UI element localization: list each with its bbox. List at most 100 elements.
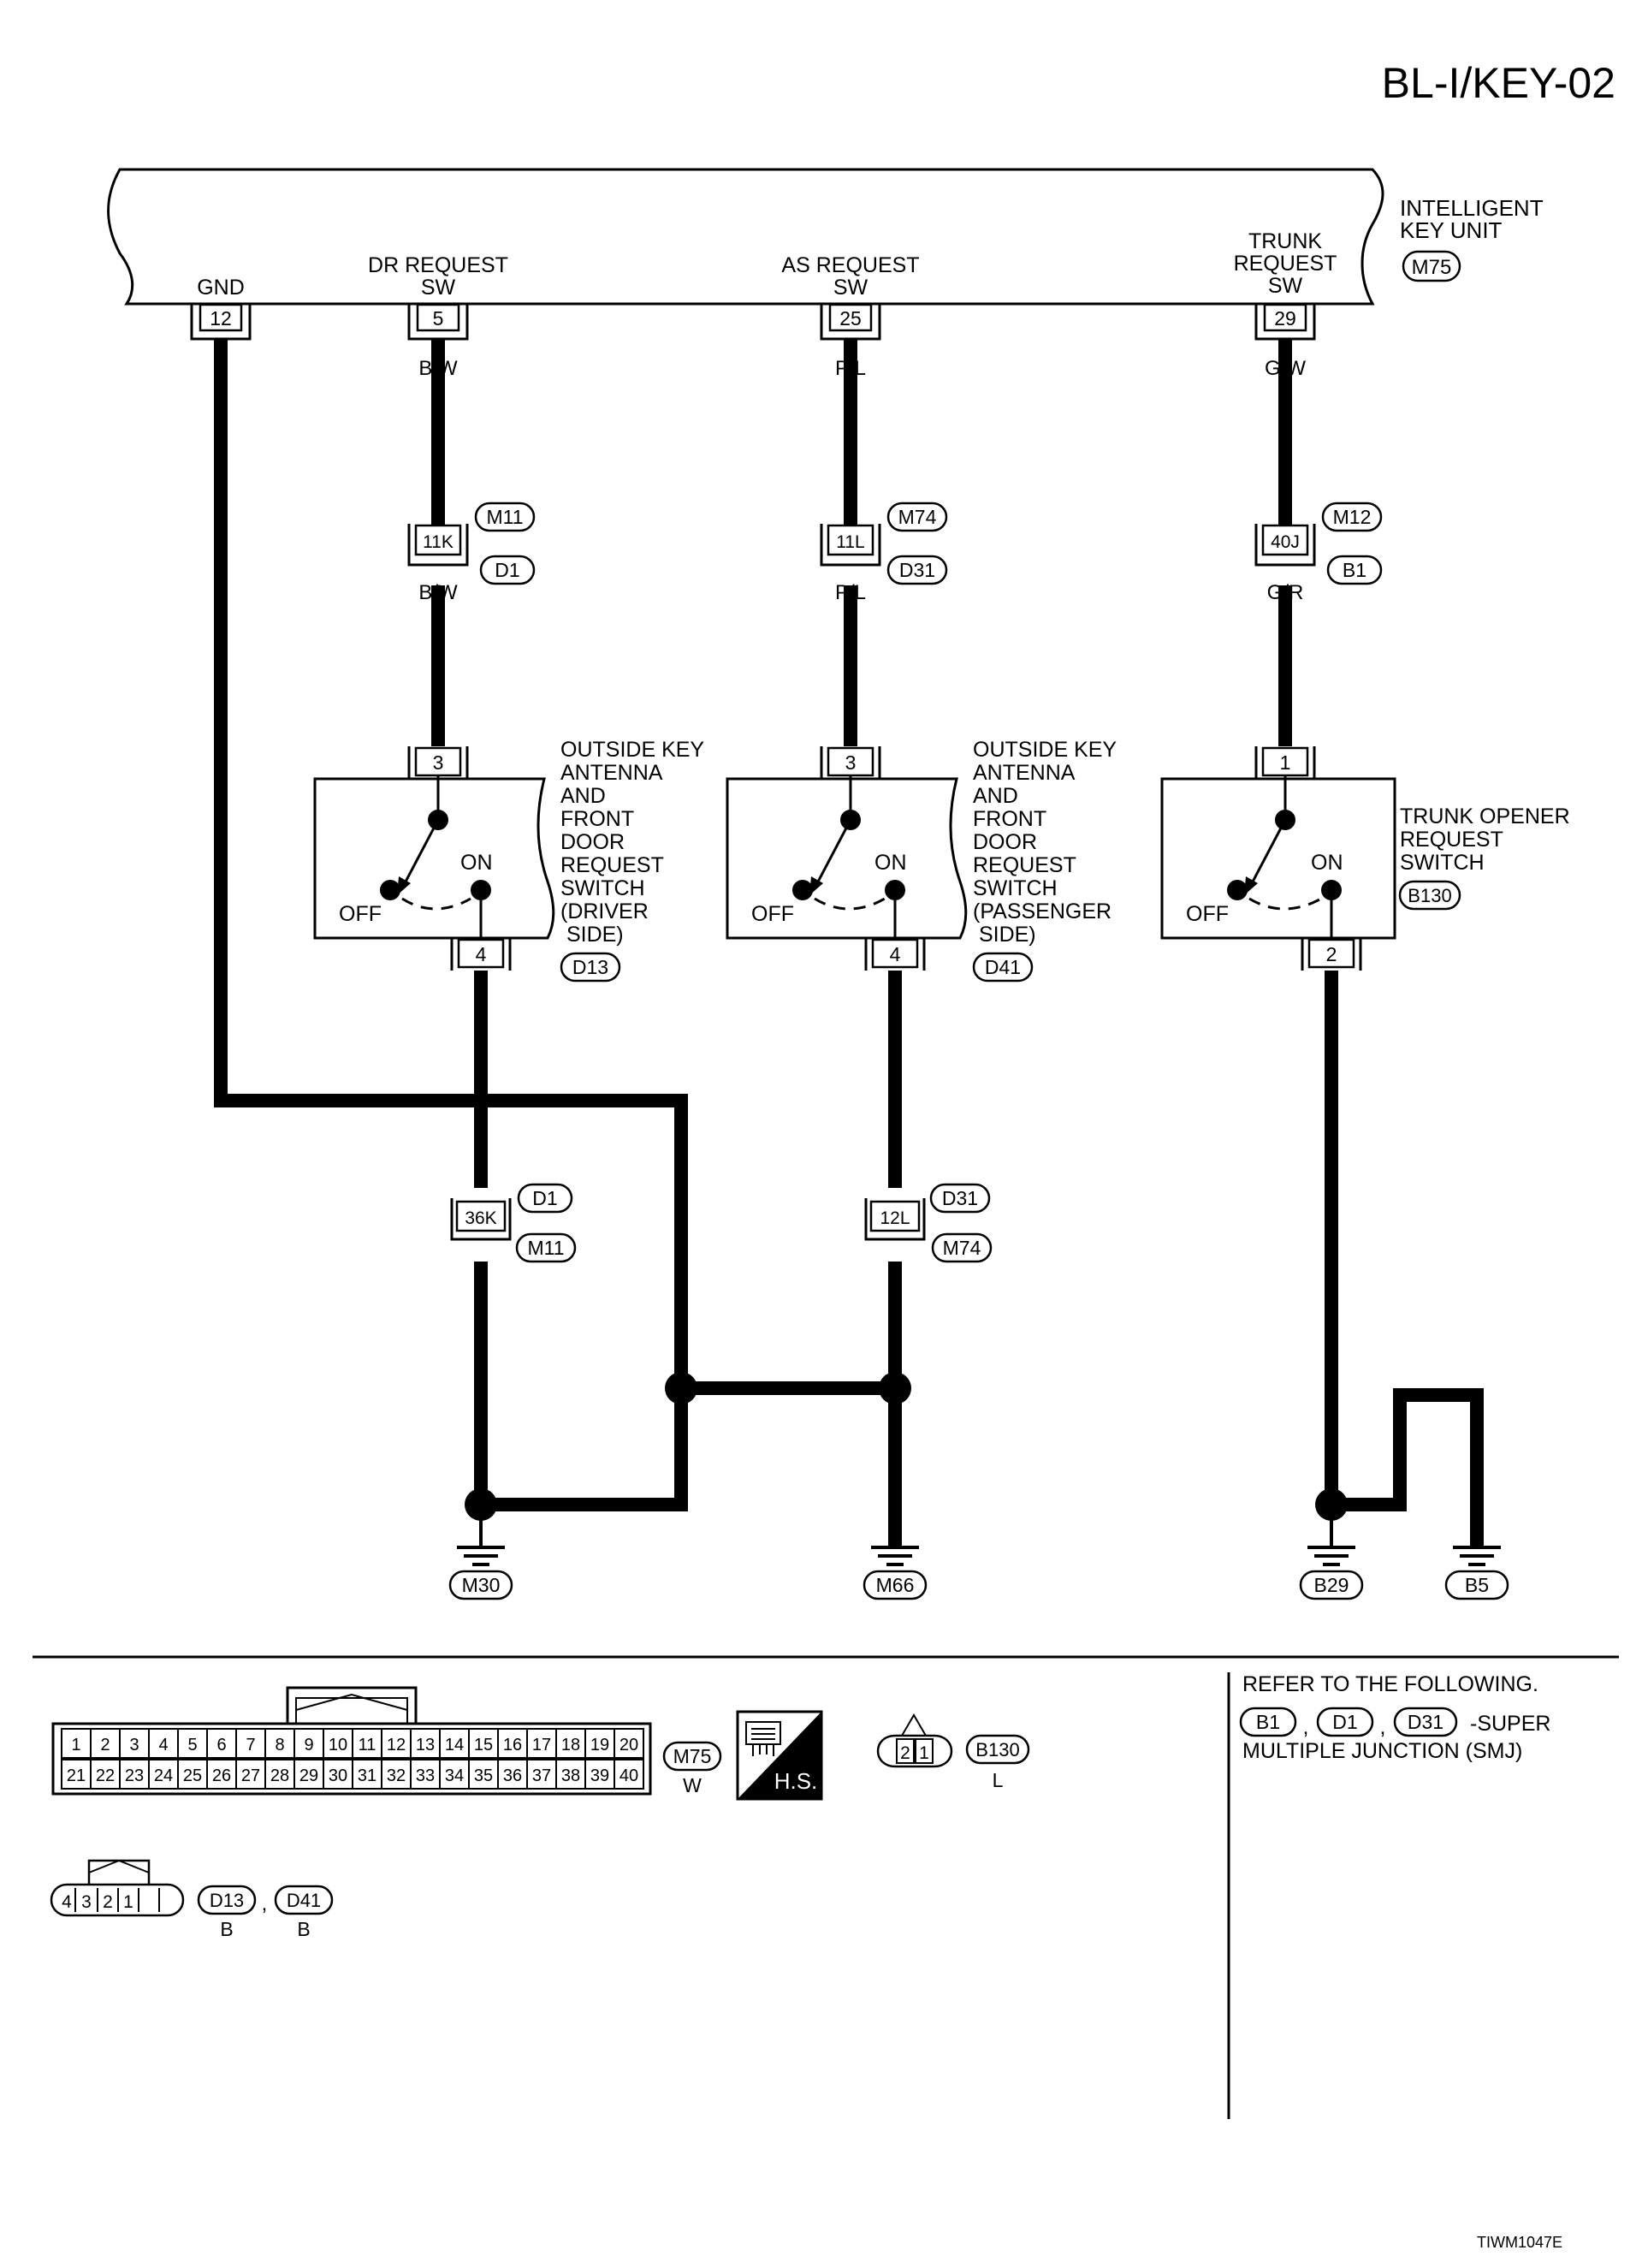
switch-passenger-wire-below: B (888, 985, 902, 1008)
connector-view-m75-pin-39: 39 (590, 1766, 609, 1785)
connector-view-b130-color: L (993, 1769, 1004, 1791)
ground-badge-m30: M30 (448, 1570, 513, 1600)
switch-passenger-connector: D41 (985, 956, 1021, 978)
joint-11l-conn-top: M74 (898, 506, 937, 528)
connector-view-d13-pin-1: 1 (123, 1892, 133, 1912)
terminal-pin-gnd: 12 (190, 303, 252, 341)
connector-view-d13-pin-3: 3 (81, 1892, 92, 1912)
switch-driver-name-line9: SIDE) (560, 923, 624, 947)
terminal-pin-gnd-number: 12 (210, 307, 232, 330)
connector-view-m75-pin-4: 4 (158, 1736, 168, 1754)
ground-symbol-m30 (457, 1505, 505, 1566)
ground-label-b5: B5 (1465, 1574, 1489, 1596)
key-unit-connector-badge: M75 (1402, 250, 1461, 282)
switch-driver-name-line3: AND (560, 784, 606, 808)
connector-view-m75-pin-30: 30 (329, 1766, 347, 1785)
joint-40j-pin: 40J (1271, 532, 1300, 552)
switch-trunk-name-line1: TRUNK OPENER (1400, 804, 1570, 828)
connector-view-m75-pin-cell (381, 1728, 412, 1759)
switch-trunk-name-line2: REQUEST (1400, 828, 1503, 852)
joint-12l-conn-top: D31 (942, 1187, 978, 1209)
terminal-trunk-label-line2: REQUEST (1234, 252, 1337, 276)
switch-trunk-name-line3: SWITCH (1400, 851, 1485, 875)
switch-trunk-wire-below: B (1325, 985, 1338, 1008)
switch-passenger-name-line3: AND (973, 784, 1018, 808)
joint-11k-conn-top: M11 (486, 506, 523, 528)
connector-view-m75-pin-9: 9 (304, 1736, 313, 1754)
connector-view-m75-pin-33: 33 (416, 1766, 435, 1785)
connector-view-m75-pin-cell (555, 1728, 586, 1759)
connector-view-m75-pin-21: 21 (67, 1766, 86, 1785)
connector-view-m75-pin-23: 23 (125, 1766, 144, 1785)
refer-conn-d31: D31 (1408, 1711, 1443, 1733)
connector-view-m75-pin-1: 1 (71, 1736, 80, 1754)
ground-badge-m66: M66 (863, 1570, 928, 1600)
connector-view-m75-pin-16: 16 (503, 1736, 522, 1754)
terminal-as-label-line2: SW (833, 276, 868, 300)
terminal-pin-dr: 5 (407, 303, 469, 341)
switch-passenger-pin-in: 3 (845, 751, 857, 774)
switch-trunk: 1 OFF ON 2 B (1160, 746, 1396, 1008)
wire-color-ground-6: B (1470, 1434, 1484, 1457)
terminal-pin-dr-number: 5 (433, 307, 444, 330)
connector-view-m75-pin-36: 36 (503, 1766, 522, 1785)
joint-12l-wire-below: B (888, 1259, 902, 1282)
terminal-gnd-label: GND (197, 276, 245, 300)
switch-driver-on: ON (460, 851, 493, 875)
connector-view-m75-pin-22: 22 (96, 1766, 115, 1785)
joint-36k: B 36K D1 M11 B (450, 1167, 577, 1282)
connector-view-m75-pin-cell (323, 1759, 353, 1790)
switch-driver-connector: D13 (572, 956, 608, 978)
switch-driver-off: OFF (339, 902, 382, 926)
connector-view-m75-pin-cell (497, 1759, 528, 1790)
terminal-as-label-line1: AS REQUEST (781, 253, 919, 277)
connector-view-m75-pin-cell (206, 1759, 237, 1790)
connector-view-m75-pin-14: 14 (445, 1736, 464, 1754)
switch-trunk-connector: B130 (1408, 885, 1451, 906)
refer-conn-d1: D1 (1332, 1711, 1357, 1733)
connector-view-m75-color: W (683, 1774, 702, 1796)
connector-view-d41-color: B (297, 1918, 310, 1940)
joint-11l-conn-bottom: D31 (899, 559, 935, 581)
connector-view-m75-pin-40: 40 (619, 1766, 638, 1785)
connector-view-m75-pin-cell (439, 1759, 470, 1790)
switch-driver-pin-out: 4 (476, 943, 487, 965)
connector-view-m75-pin-cell (526, 1759, 557, 1790)
switch-passenger-name-line2: ANTENNA (973, 761, 1076, 785)
joint-11l-wire-below: P/L (835, 581, 866, 604)
connector-view-m75-pin-31: 31 (358, 1766, 376, 1785)
connector-view-d13-sep: , (262, 1892, 268, 1915)
figure-code: TIWM1047E (1477, 2234, 1562, 2251)
connector-view-m75-pin-2: 2 (100, 1736, 110, 1754)
joint-40j-wire-below: G/R (1267, 581, 1304, 604)
splice-dot-left (665, 1372, 697, 1404)
connector-view-m75-pin-cell (323, 1728, 353, 1759)
connector-view-m75-pin-cell (264, 1759, 295, 1790)
connector-view-b130-pin-1: 1 (919, 1743, 929, 1763)
switch-passenger-name-line1: OUTSIDE KEY (973, 738, 1117, 762)
joint-36k-conn-bottom: M11 (527, 1237, 564, 1259)
connector-view-m75-pin-cell (555, 1759, 586, 1790)
joint-36k-wire-below: B (474, 1259, 488, 1282)
key-unit-box (107, 168, 1384, 306)
connector-view-m75-pin-18: 18 (561, 1736, 580, 1754)
joint-12l-conn-bottom: M74 (943, 1237, 981, 1259)
switch-driver-name-line5: DOOR (560, 830, 625, 854)
terminal-pin-as-number: 25 (839, 307, 862, 330)
connector-view-m75-pin-17: 17 (532, 1736, 551, 1754)
switch-trunk-on: ON (1311, 851, 1343, 875)
connector-view-d13-id: D13 (210, 1890, 244, 1911)
connector-view-d13-pin-4: 4 (62, 1892, 72, 1912)
switch-passenger-name-line7: SWITCH (973, 876, 1058, 900)
connector-view-m75-pin-cell (61, 1759, 92, 1790)
connector-view-m75-pin-32: 32 (387, 1766, 406, 1785)
hs-badge: H.S. (736, 1710, 823, 1801)
connector-view-m75-pin-cell (119, 1759, 150, 1790)
switch-passenger-on: ON (874, 851, 907, 875)
connector-view-d13-color: B (220, 1918, 233, 1940)
switch-driver-name-line2: ANTENNA (560, 761, 663, 785)
